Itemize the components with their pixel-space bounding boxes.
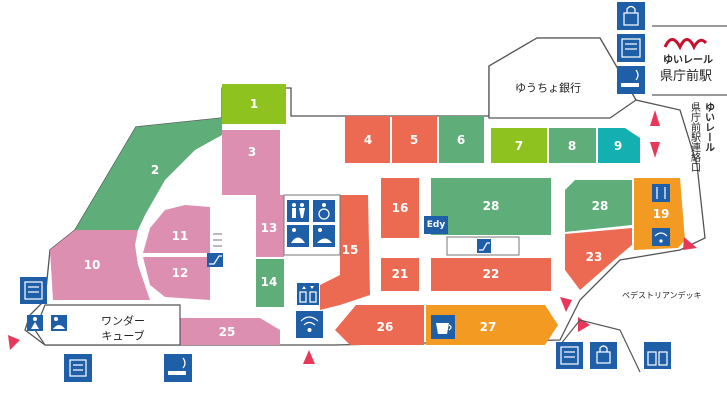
wifi-icon [652, 228, 670, 246]
store-13[interactable] [256, 195, 284, 257]
entrance-arrow-icon [8, 335, 20, 350]
store-27[interactable] [426, 305, 558, 345]
store-7-number: 7 [515, 139, 523, 153]
store-10[interactable] [50, 230, 150, 300]
smoking-icon [617, 66, 645, 94]
escalator-icon [477, 239, 491, 253]
store-1[interactable] [222, 84, 286, 124]
store-14-number: 14 [261, 275, 278, 289]
store-2-number: 2 [151, 163, 159, 177]
store-9[interactable] [598, 128, 640, 163]
store-19[interactable] [634, 178, 685, 250]
escalator-icon [207, 253, 223, 267]
store-23[interactable] [565, 228, 632, 290]
store-6[interactable] [439, 116, 484, 163]
nursing-room-icon [287, 225, 309, 247]
store-28b-number: 28 [592, 199, 609, 213]
connector-label-2: 県庁前駅連絡口 [689, 102, 701, 172]
store-1-number: 1 [250, 97, 258, 111]
store-28-right[interactable] [565, 180, 632, 232]
store-2[interactable] [75, 118, 222, 230]
store-6-number: 6 [457, 133, 465, 147]
store-23-number: 23 [586, 250, 603, 264]
store-12[interactable] [143, 257, 210, 300]
store-4-number: 4 [364, 133, 372, 147]
entrance-arrow-icon [303, 350, 315, 364]
connector-label-1: ゆいレール [703, 102, 715, 152]
store-10-number: 10 [84, 258, 101, 272]
restroom-icon [287, 200, 309, 222]
store-5[interactable] [392, 116, 437, 163]
store-8-number: 8 [568, 139, 576, 153]
restaurant-icon [652, 184, 670, 202]
store-15-number: 15 [342, 243, 359, 257]
store-4[interactable] [345, 116, 390, 163]
smoking-icon [164, 354, 192, 382]
wonder-cube-label-1: ワンダー [101, 314, 145, 328]
store-3[interactable] [222, 130, 280, 195]
store-27-number: 27 [480, 320, 497, 334]
store-21[interactable] [381, 258, 419, 291]
accessible-restroom-icon [313, 200, 335, 222]
edy-icon [424, 216, 448, 234]
monorail-brand-label: ゆいレール [663, 54, 713, 66]
wonder-cube-label-2: キューブ [101, 329, 144, 343]
bank-building [488, 37, 637, 119]
atm-icon [64, 354, 92, 382]
store-19-number: 19 [653, 207, 670, 221]
pedestrian-deck-label: ペデストリアンデッキ [622, 290, 702, 300]
store-25-number: 25 [219, 325, 236, 339]
store-16[interactable] [381, 178, 419, 238]
store-25[interactable] [180, 318, 280, 345]
store-11[interactable] [143, 205, 210, 253]
station-name-label: 県庁前駅 [660, 68, 712, 84]
edy-label: Edy [427, 220, 446, 230]
store-28-center[interactable] [431, 178, 551, 235]
store-21-number: 21 [392, 267, 409, 281]
wifi-icon [296, 311, 323, 338]
store-11-number: 11 [172, 229, 189, 243]
entrance-arrow-icon [578, 317, 590, 332]
store-5-number: 5 [410, 133, 418, 147]
store-13-number: 13 [261, 221, 278, 235]
store-26[interactable] [335, 305, 424, 345]
atm-icon [617, 34, 645, 62]
store-15[interactable] [320, 195, 370, 310]
deck-outline [559, 319, 641, 373]
atm-icon [20, 277, 47, 304]
store-28a-number: 28 [483, 199, 500, 213]
entrance-arrow-icon [560, 297, 572, 312]
bank-label: ゆうちょ銀行 [515, 81, 581, 95]
store-7[interactable] [491, 128, 547, 163]
entrance-arrow-icon [650, 110, 660, 126]
store-3-number: 3 [248, 145, 256, 159]
store-8[interactable] [549, 128, 596, 163]
store-14[interactable] [256, 259, 284, 307]
store-9-number: 9 [614, 139, 622, 153]
store-26-number: 26 [377, 320, 394, 334]
store-12-number: 12 [172, 266, 189, 280]
atm-icon [556, 342, 583, 369]
store-22-number: 22 [483, 267, 500, 281]
store-16-number: 16 [392, 201, 409, 215]
monorail-logo-icon [663, 38, 708, 51]
entrance-arrow-icon [650, 142, 660, 158]
entrance-arrow-icon [683, 237, 697, 250]
baby-care-icon [313, 225, 335, 247]
store-22[interactable] [431, 258, 551, 291]
